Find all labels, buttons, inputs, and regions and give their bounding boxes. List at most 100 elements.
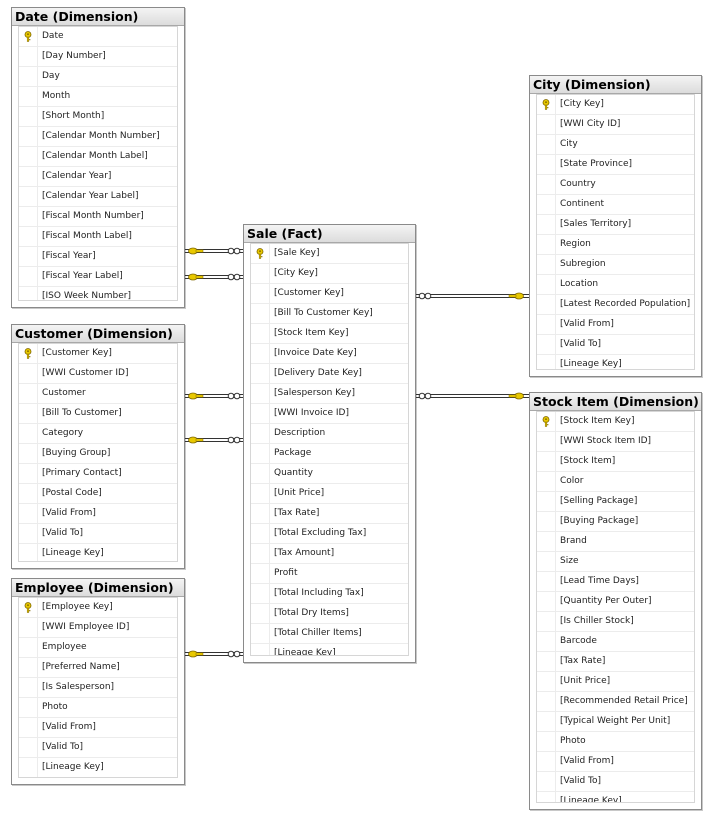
column-row[interactable]: [Lineage Key] <box>537 355 694 369</box>
column-row[interactable]: [Sale Key] <box>251 244 408 264</box>
column-row[interactable]: Photo <box>19 698 177 718</box>
column-row[interactable]: [Tax Amount] <box>251 544 408 564</box>
column-row[interactable]: [Buying Package] <box>537 512 694 532</box>
column-row[interactable]: [Postal Code] <box>19 484 177 504</box>
table-title[interactable]: Sale (Fact) <box>244 225 415 243</box>
column-row[interactable]: [Unit Price] <box>251 484 408 504</box>
column-row[interactable]: [Customer Key] <box>251 284 408 304</box>
column-row[interactable]: [Valid From] <box>537 315 694 335</box>
column-row[interactable]: [Lineage Key] <box>537 792 694 802</box>
table-customer-dimension[interactable]: Customer (Dimension) [Customer Key][WWI … <box>11 324 185 569</box>
column-row[interactable]: Date <box>19 27 177 47</box>
column-row[interactable]: Description <box>251 424 408 444</box>
column-row[interactable]: [Unit Price] <box>537 672 694 692</box>
relationship-stock-item[interactable] <box>416 392 529 400</box>
column-row[interactable]: [Recommended Retail Price] <box>537 692 694 712</box>
table-employee-dimension[interactable]: Employee (Dimension) [Employee Key][WWI … <box>11 578 185 785</box>
column-row[interactable]: [Fiscal Month Label] <box>19 227 177 247</box>
column-row[interactable]: [Fiscal Month Number] <box>19 207 177 227</box>
column-row[interactable]: [Lineage Key] <box>251 644 408 655</box>
column-row[interactable]: [Tax Rate] <box>251 504 408 524</box>
relationship-bill-to-customer[interactable] <box>185 436 243 444</box>
column-row[interactable]: Location <box>537 275 694 295</box>
table-sale-fact[interactable]: Sale (Fact) [Sale Key][City Key][Custome… <box>243 224 416 663</box>
column-row[interactable]: [Invoice Date Key] <box>251 344 408 364</box>
column-row[interactable]: [Delivery Date Key] <box>251 364 408 384</box>
column-row[interactable]: Subregion <box>537 255 694 275</box>
column-row[interactable]: [Typical Weight Per Unit] <box>537 712 694 732</box>
column-row[interactable]: Customer <box>19 384 177 404</box>
table-title[interactable]: City (Dimension) <box>530 76 701 94</box>
relationship-invoice-date[interactable] <box>185 247 243 255</box>
column-row[interactable]: [Primary Contact] <box>19 464 177 484</box>
column-row[interactable]: Package <box>251 444 408 464</box>
column-row[interactable]: [WWI Invoice ID] <box>251 404 408 424</box>
column-row[interactable]: [Total Including Tax] <box>251 584 408 604</box>
column-row[interactable]: [Calendar Year Label] <box>19 187 177 207</box>
column-row[interactable]: [Is Chiller Stock] <box>537 612 694 632</box>
table-stock-item-dimension[interactable]: Stock Item (Dimension) [Stock Item Key][… <box>529 392 702 810</box>
column-row[interactable]: Continent <box>537 195 694 215</box>
column-row[interactable]: Barcode <box>537 632 694 652</box>
column-row[interactable]: [Sales Territory] <box>537 215 694 235</box>
column-row[interactable]: [Day Number] <box>19 47 177 67</box>
column-row[interactable]: [Preferred Name] <box>19 658 177 678</box>
column-row[interactable]: [City Key] <box>537 95 694 115</box>
column-row[interactable]: Region <box>537 235 694 255</box>
table-title[interactable]: Date (Dimension) <box>12 8 184 26</box>
relationship-delivery-date[interactable] <box>185 273 243 281</box>
relationship-salesperson[interactable] <box>185 650 243 658</box>
table-city-dimension[interactable]: City (Dimension) [City Key][WWI City ID]… <box>529 75 702 377</box>
column-row[interactable]: [Valid To] <box>19 738 177 758</box>
column-row[interactable]: [Valid To] <box>19 524 177 544</box>
column-row[interactable]: [Lead Time Days] <box>537 572 694 592</box>
column-row[interactable]: [Stock Item] <box>537 452 694 472</box>
column-row[interactable]: [Stock Item Key] <box>537 412 694 432</box>
column-row[interactable]: Profit <box>251 564 408 584</box>
column-row[interactable]: [ISO Week Number] <box>19 287 177 300</box>
column-row[interactable]: Photo <box>537 732 694 752</box>
column-row[interactable]: Country <box>537 175 694 195</box>
column-row[interactable]: [WWI City ID] <box>537 115 694 135</box>
column-row[interactable]: City <box>537 135 694 155</box>
table-title[interactable]: Stock Item (Dimension) <box>530 393 701 411</box>
column-row[interactable]: [Latest Recorded Population] <box>537 295 694 315</box>
column-row[interactable]: [Calendar Month Number] <box>19 127 177 147</box>
column-row[interactable]: [Employee Key] <box>19 598 177 618</box>
column-row[interactable]: [Bill To Customer] <box>19 404 177 424</box>
column-row[interactable]: [City Key] <box>251 264 408 284</box>
column-row[interactable]: [Lineage Key] <box>19 544 177 561</box>
relationship-city[interactable] <box>416 292 529 300</box>
column-row[interactable]: [State Province] <box>537 155 694 175</box>
column-row[interactable]: Size <box>537 552 694 572</box>
column-row[interactable]: [Total Excluding Tax] <box>251 524 408 544</box>
column-row[interactable]: [Valid To] <box>537 335 694 355</box>
column-row[interactable]: [Salesperson Key] <box>251 384 408 404</box>
column-row[interactable]: [Is Salesperson] <box>19 678 177 698</box>
column-row[interactable]: Employee <box>19 638 177 658</box>
column-row[interactable]: [Valid From] <box>537 752 694 772</box>
column-row[interactable]: [WWI Stock Item ID] <box>537 432 694 452</box>
column-row[interactable]: [Short Month] <box>19 107 177 127</box>
column-row[interactable]: Category <box>19 424 177 444</box>
column-row[interactable]: [Tax Rate] <box>537 652 694 672</box>
column-row[interactable]: [Bill To Customer Key] <box>251 304 408 324</box>
column-row[interactable]: [Stock Item Key] <box>251 324 408 344</box>
column-row[interactable]: [Valid To] <box>537 772 694 792</box>
relationship-customer[interactable] <box>185 392 243 400</box>
column-row[interactable]: [Fiscal Year] <box>19 247 177 267</box>
column-row[interactable]: [Total Chiller Items] <box>251 624 408 644</box>
column-row[interactable]: [Valid From] <box>19 504 177 524</box>
column-row[interactable]: [WWI Customer ID] <box>19 364 177 384</box>
column-row[interactable]: Quantity <box>251 464 408 484</box>
column-row[interactable]: [Calendar Month Label] <box>19 147 177 167</box>
column-row[interactable]: Month <box>19 87 177 107</box>
column-row[interactable]: [Customer Key] <box>19 344 177 364</box>
column-row[interactable]: [Fiscal Year Label] <box>19 267 177 287</box>
column-row[interactable]: [Selling Package] <box>537 492 694 512</box>
column-row[interactable]: [Calendar Year] <box>19 167 177 187</box>
column-row[interactable]: [Total Dry Items] <box>251 604 408 624</box>
column-row[interactable]: [WWI Employee ID] <box>19 618 177 638</box>
column-row[interactable]: Day <box>19 67 177 87</box>
